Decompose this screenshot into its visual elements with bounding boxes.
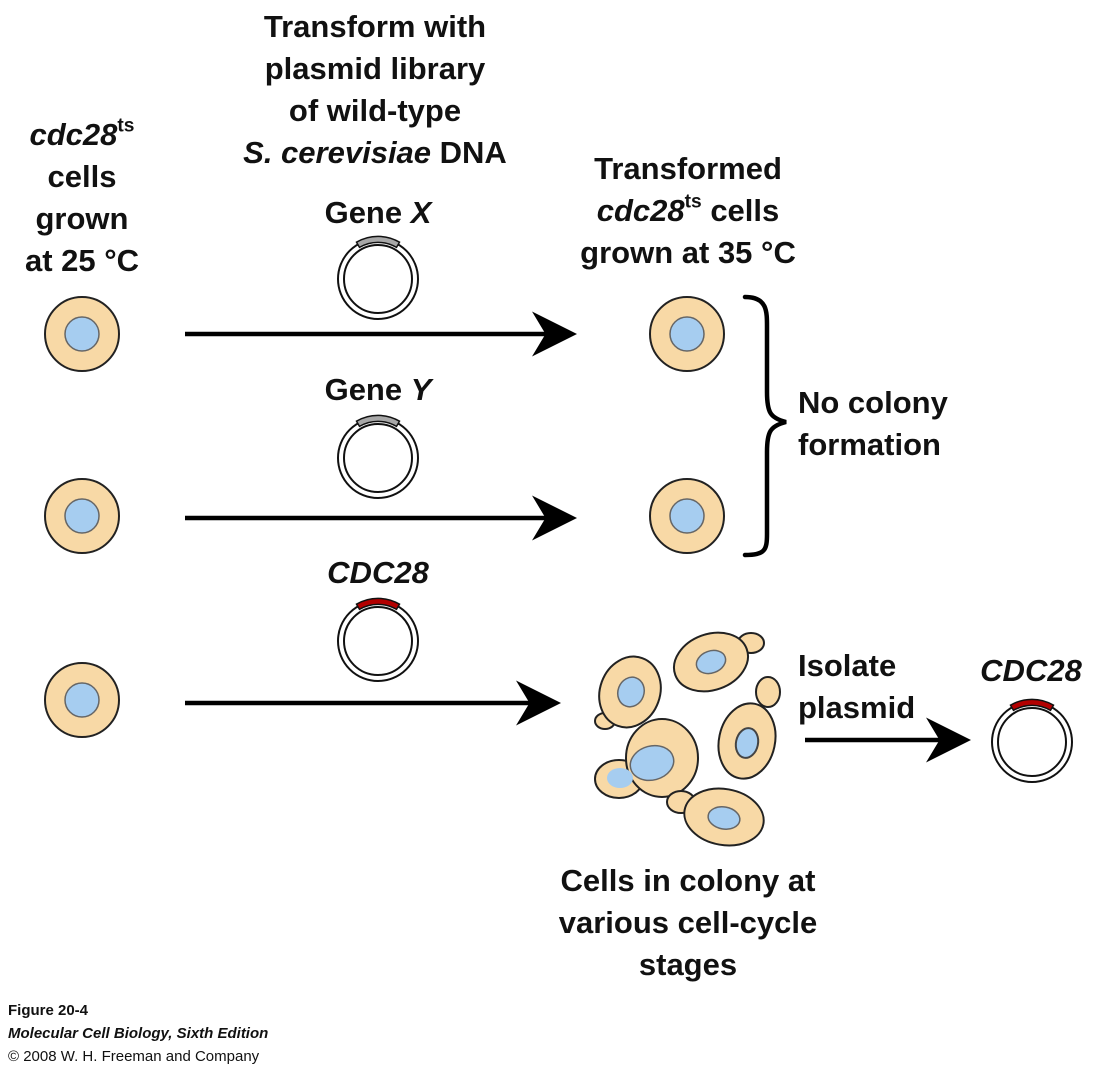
left-label-line4: at 25 °C — [24, 243, 140, 278]
cdc28-isolated-label: CDC28 — [980, 653, 1082, 688]
cell-left-row1 — [44, 296, 120, 372]
figure-number: Figure 20-4 — [8, 1002, 89, 1019]
copyright-line: © 2008 W. H. Freeman and Company — [8, 1048, 260, 1065]
no-colony-line2: formation — [798, 427, 941, 462]
right-label-superscript: ts — [684, 191, 702, 213]
colony-cell — [673, 631, 765, 693]
plasmid-cdc28-isolated — [991, 698, 1073, 783]
top-label-species: S. cerevisiae — [243, 135, 432, 170]
top-label-line2: plasmid library — [264, 51, 486, 86]
left-label: cdc28ts cells grown at 25 °C — [12, 114, 152, 282]
colony — [594, 631, 781, 847]
gene-x-label: Gene X — [324, 195, 432, 230]
cdc28-plasmid-label: CDC28 — [327, 555, 429, 590]
left-label-line2: cells — [47, 159, 117, 194]
gene-y-label: Gene Y — [324, 372, 432, 407]
right-label-line1: Transformed — [594, 151, 782, 186]
isolate-line2: plasmid — [798, 690, 916, 725]
top-label-suffix: DNA — [431, 135, 507, 170]
top-label-line1: Transform with — [263, 9, 487, 44]
colony-cell — [594, 655, 662, 730]
colony-caption-line1: Cells in colony at — [560, 863, 816, 898]
plasmid-cdc28 — [337, 597, 419, 682]
colony-cell — [717, 676, 781, 780]
isolate-line1: Isolate — [798, 648, 897, 683]
gene-y-symbol: Y — [410, 372, 432, 407]
cell-right-row1 — [649, 296, 725, 372]
book-title: Molecular Cell Biology, Sixth Edition — [8, 1025, 269, 1042]
top-label-line3: of wild-type — [288, 93, 462, 128]
plasmid-gene-x — [337, 235, 419, 320]
right-label-strain: cdc28 — [596, 193, 685, 228]
top-label: Transform with plasmid library of wild-t… — [200, 6, 550, 174]
colony-caption: Cells in colony at various cell-cycle st… — [528, 860, 848, 986]
gene-x-symbol: X — [410, 195, 432, 230]
left-label-line3: grown — [35, 201, 129, 236]
right-label: Transformed cdc28ts cells grown at 35 °C — [548, 148, 828, 274]
colony-cell — [666, 787, 765, 847]
plasmid-gene-y — [337, 414, 419, 499]
colony-cell — [594, 718, 699, 799]
no-colony-label: No colony formation — [798, 382, 988, 466]
left-label-strain: cdc28 — [29, 117, 118, 152]
left-label-superscript: ts — [117, 115, 135, 137]
colony-caption-line3: stages — [638, 947, 738, 982]
colony-caption-line2: various cell-cycle — [558, 905, 818, 940]
no-colony-line1: No colony — [798, 385, 948, 420]
cell-left-row3 — [44, 662, 120, 738]
right-label-line3: grown at 35 °C — [580, 235, 796, 270]
brace — [742, 294, 787, 558]
cell-left-row2 — [44, 478, 120, 554]
isolate-plasmid-label: Isolate plasmid — [798, 645, 958, 729]
right-label-suffix: cells — [701, 193, 780, 228]
cell-right-row2 — [649, 478, 725, 554]
